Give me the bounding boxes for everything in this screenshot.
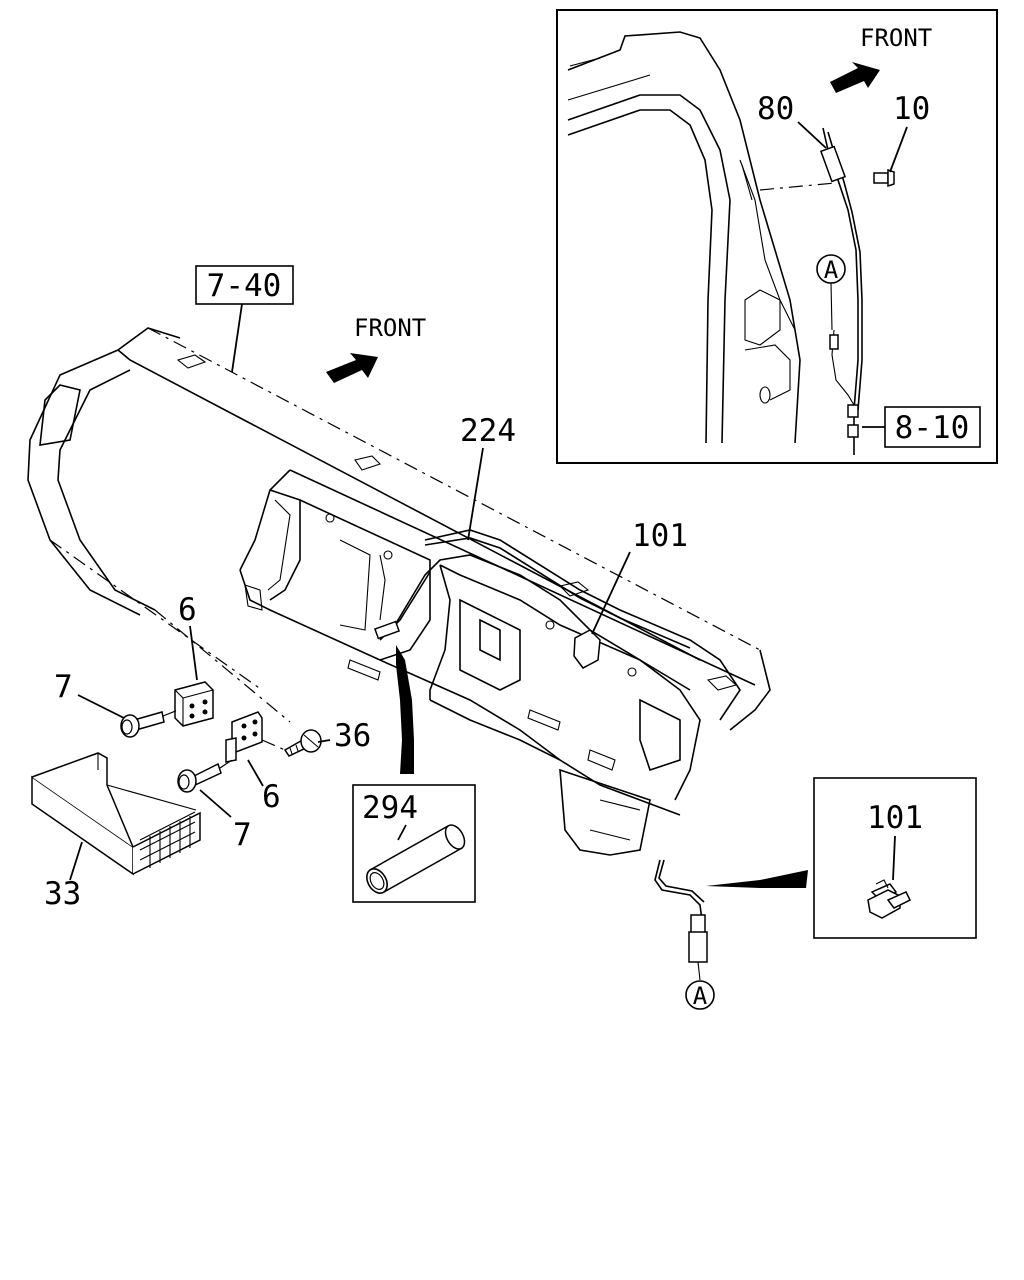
leader-7-lower <box>199 789 232 818</box>
clip-101-detail-icon <box>867 879 912 919</box>
callout-33: 33 <box>44 876 81 912</box>
antenna-cable-drawing <box>759 127 863 455</box>
leader-7-40 <box>231 303 243 373</box>
screw-36-icon <box>283 729 322 757</box>
leader-6-lower <box>247 759 264 787</box>
ref-a-circle-main <box>685 980 715 1010</box>
ref-a-leader-inset <box>830 282 833 331</box>
callout-36: 36 <box>334 718 371 754</box>
dashboard-pad-drawing <box>27 327 771 731</box>
callout-7-40-box <box>195 265 294 305</box>
leader-80 <box>797 121 827 149</box>
ref-a-inset: A <box>824 256 839 284</box>
leader-10 <box>889 126 908 173</box>
leader-101 <box>591 551 631 635</box>
leader-33 <box>69 841 83 881</box>
front-arrow-icon <box>830 62 880 93</box>
callout-101: 101 <box>632 518 688 554</box>
callout-7-lower: 7 <box>233 817 252 853</box>
bolt-7-upper-axis <box>162 709 179 717</box>
door-frame-drawing <box>567 31 801 444</box>
connector-swoosh-101 <box>706 870 808 888</box>
ref-a-main: A <box>693 982 708 1010</box>
screw-36-axis <box>261 739 286 751</box>
inset-front-label: FRONT <box>860 24 932 52</box>
front-arrow-icon-main <box>326 353 378 383</box>
inset-panel: FRONT 80 10 A 8-10 <box>556 9 998 464</box>
callout-6-lower: 6 <box>262 779 281 815</box>
tube-294-icon <box>366 824 466 894</box>
callout-10: 10 <box>893 91 930 127</box>
callout-8-10-box <box>884 406 981 448</box>
pocket-33-icon <box>31 752 201 876</box>
leader-294 <box>397 824 407 841</box>
callout-6-upper: 6 <box>178 592 197 628</box>
leader-7-upper <box>77 694 125 719</box>
connector-swoosh-294 <box>396 645 414 774</box>
dashboard-frame-drawing <box>239 489 741 856</box>
clip-101-icon <box>573 629 601 669</box>
callout-8-10: 8-10 <box>895 410 970 446</box>
bolt-10-icon <box>873 168 895 188</box>
bracket-6-upper-icon <box>174 681 214 727</box>
bracket-6-lower-icon <box>225 711 263 763</box>
ref-a-leader-main <box>697 961 701 981</box>
leader-36 <box>317 739 331 743</box>
detail-294-panel: 294 <box>352 784 476 903</box>
harness-224-drawing <box>373 554 691 691</box>
bolt-7-lower-icon <box>177 762 222 793</box>
bolt-7-upper-icon <box>120 711 165 738</box>
inset-frame <box>556 9 998 464</box>
leader-101-detail <box>892 835 896 881</box>
bolt-7-lower-axis <box>219 759 233 769</box>
antenna-cable-lower-drawing <box>654 859 708 963</box>
detail-101-panel: 101 <box>813 777 977 939</box>
leader-224 <box>467 447 484 541</box>
callout-294: 294 <box>362 790 418 826</box>
callout-101-detail: 101 <box>867 800 923 836</box>
callout-7-40: 7-40 <box>207 268 282 304</box>
callout-7-upper: 7 <box>54 669 73 705</box>
main-front-label: FRONT <box>354 314 426 342</box>
callout-80: 80 <box>757 91 794 127</box>
callout-224: 224 <box>460 413 516 449</box>
leader-6-upper <box>189 625 198 681</box>
